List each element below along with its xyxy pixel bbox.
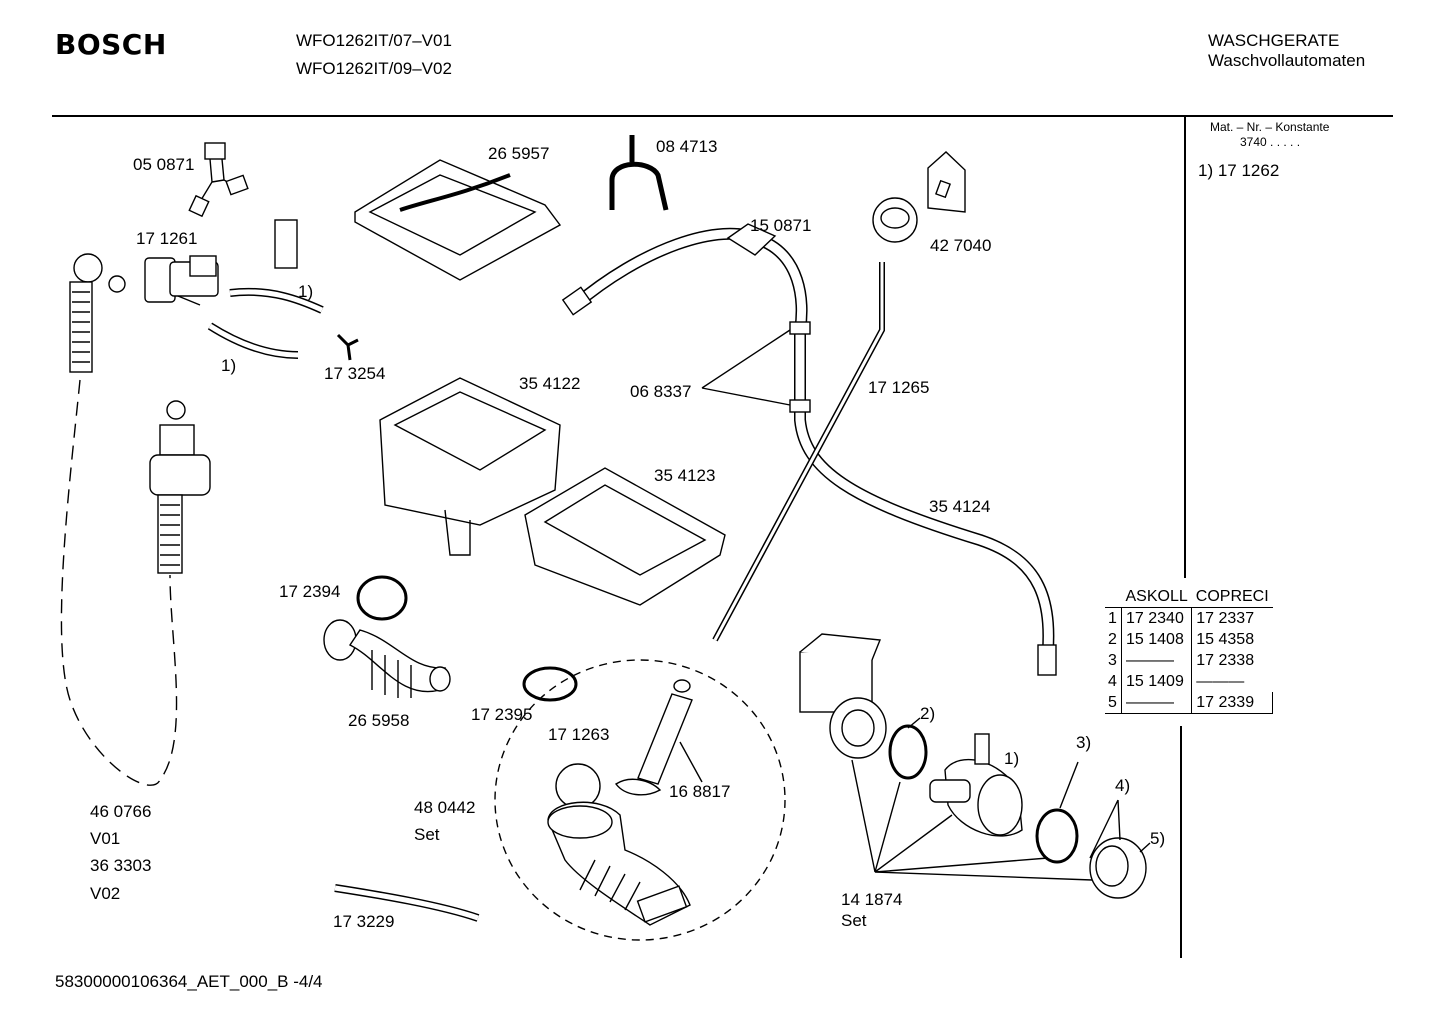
label-427040: 42 7040 [930, 236, 992, 255]
valve-part [144, 255, 219, 306]
label-ref1-top: 1) [298, 282, 314, 301]
model-number-1: WFO1262IT/07–V01 [296, 31, 452, 50]
filter-insert-part [1089, 837, 1147, 899]
rod-part [637, 693, 693, 785]
label-265957: 26 5957 [488, 144, 550, 163]
label-173229: 17 3229 [333, 912, 395, 931]
ball-part [555, 763, 601, 809]
u-hook-part [609, 135, 669, 211]
set-480442-outline [494, 659, 786, 941]
label-ref2: 2) [920, 704, 936, 723]
category-title: WASCHGERATE [1208, 31, 1340, 50]
pump-parts-table: ASKOLL COPRECI 1 17 2340 17 2337 2 15 14… [1105, 586, 1274, 714]
y-connector-part [188, 142, 249, 218]
konstante-value: 3740 . . . . . [1240, 135, 1301, 149]
column-header-copreci: COPRECI [1191, 586, 1273, 608]
hose-2-outline [207, 322, 299, 359]
label-ref1-pump: 1) [1004, 749, 1020, 768]
bellows-hose-part [323, 619, 451, 698]
label-171261: 17 1261 [136, 229, 198, 248]
leader-ref2 [907, 717, 921, 729]
ring-2-part [888, 724, 928, 780]
label-172395: 17 2395 [471, 705, 533, 724]
ring-172394-part [356, 575, 408, 621]
detergent-lid-part [354, 159, 562, 281]
sidebar-note: 1) 17 1262 [1198, 161, 1280, 180]
hose-dashed-path [60, 379, 178, 786]
drain-pump-part [799, 633, 887, 759]
table-row: 1 17 2340 17 2337 [1105, 607, 1273, 629]
leader-141874 [851, 759, 1093, 881]
table-row: 5 ——— 17 2339 [1105, 692, 1274, 714]
category-subtitle: Waschvollautomaten [1208, 51, 1366, 70]
label-ref5: 5) [1150, 829, 1166, 848]
drawer-housing-part [379, 377, 561, 556]
table-row: 4 15 1409 ——— [1105, 671, 1273, 692]
table-header-row: ASKOLL COPRECI [1105, 586, 1273, 608]
label-ref4: 4) [1115, 776, 1131, 795]
label-050871: 05 0871 [133, 155, 195, 174]
label-171265: 17 1265 [868, 378, 930, 397]
label-363303: 36 3303 [90, 856, 152, 875]
label-354123: 35 4123 [654, 466, 716, 485]
label-168817: 16 8817 [669, 782, 731, 801]
label-460766: 46 0766 [90, 802, 152, 821]
label-084713: 08 4713 [656, 137, 718, 156]
clamp-part [614, 778, 662, 796]
label-v01: V01 [90, 829, 121, 848]
vent-hose-part [561, 223, 1057, 676]
sump-part [547, 801, 691, 926]
label-v02: V02 [90, 884, 121, 903]
table-row: 2 15 1408 15 4358 [1105, 629, 1273, 650]
label-171263: 17 1263 [548, 725, 610, 744]
label-172394: 17 2394 [279, 582, 341, 601]
label-480442: 48 0442 [414, 798, 476, 817]
ring-172395-part [522, 666, 578, 702]
konstante-label: Mat. – Nr. – Konstante [1210, 120, 1330, 134]
inlet-hose-top-part [69, 253, 126, 373]
filter-housing-part [929, 733, 1023, 837]
column-header-askoll: ASKOLL [1121, 586, 1192, 608]
label-265958: 26 5958 [348, 711, 410, 730]
table-row: 3 ——— 17 2338 [1105, 650, 1273, 671]
sensor-card-part [274, 219, 298, 269]
drawer-insert-part [524, 467, 726, 606]
label-173254: 17 3254 [324, 364, 386, 383]
inlet-hose-bottom-part [149, 400, 211, 574]
leader-refs [1059, 761, 1151, 859]
leader-168817 [679, 741, 703, 783]
ring-3-part [1035, 808, 1079, 864]
pressure-switch-part [872, 151, 966, 243]
document-id-footer: 58300000106364_AET_000_B -4/4 [55, 972, 323, 991]
model-number-2: WFO1262IT/09–V02 [296, 59, 452, 78]
label-354122: 35 4122 [519, 374, 581, 393]
label-354124: 35 4124 [929, 497, 991, 516]
label-068337: 06 8337 [630, 382, 692, 401]
label-150871: 15 0871 [750, 216, 812, 235]
label-ref1-bottom: 1) [221, 356, 237, 375]
brand-logo: BOSCH [55, 28, 167, 61]
leader-068337 [701, 329, 791, 406]
small-y-part [336, 333, 359, 361]
label-set-141874: Set [841, 911, 867, 930]
label-141874: 14 1874 [841, 890, 903, 909]
label-set-480442: Set [414, 825, 440, 844]
label-ref3: 3) [1076, 733, 1092, 752]
